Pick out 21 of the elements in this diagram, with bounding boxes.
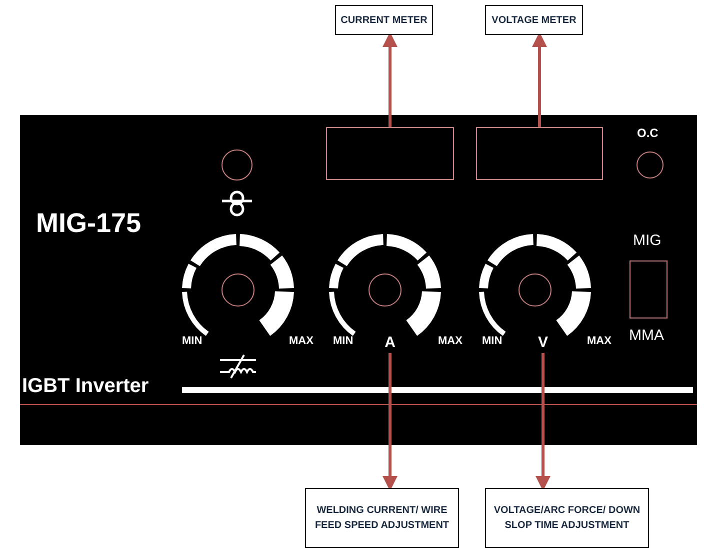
panel-label: MIG-175 (36, 210, 142, 237)
callout-box: WELDING CURRENT/ WIRE FEED SPEED ADJUSTMENT (305, 488, 459, 548)
panel-label: MIN (482, 336, 502, 347)
panel-label: MIN (333, 336, 354, 347)
panel-label: MIG (633, 233, 662, 248)
panel-label: IGBT Inverter (22, 376, 149, 396)
dial-label: A (381, 333, 399, 353)
panel-label: MAX (289, 336, 314, 347)
arrow (382, 353, 398, 491)
display-window (476, 127, 603, 180)
callout-box: VOLTAGE/ARC FORCE/ DOWN SLOP TIME ADJUSTMENT (485, 488, 649, 548)
callout-box: CURRENT METER (335, 5, 433, 35)
panel-label: MMA (629, 328, 664, 343)
panel-label: O.C (637, 127, 658, 139)
panel-label: MIN (182, 336, 202, 347)
arrow (536, 353, 550, 491)
display-window (326, 127, 454, 180)
dial-label: V (534, 333, 552, 353)
panel-label: MAX (587, 336, 612, 347)
callout-box: VOLTAGE METER (485, 5, 583, 35)
panel-label: MAX (438, 336, 462, 347)
